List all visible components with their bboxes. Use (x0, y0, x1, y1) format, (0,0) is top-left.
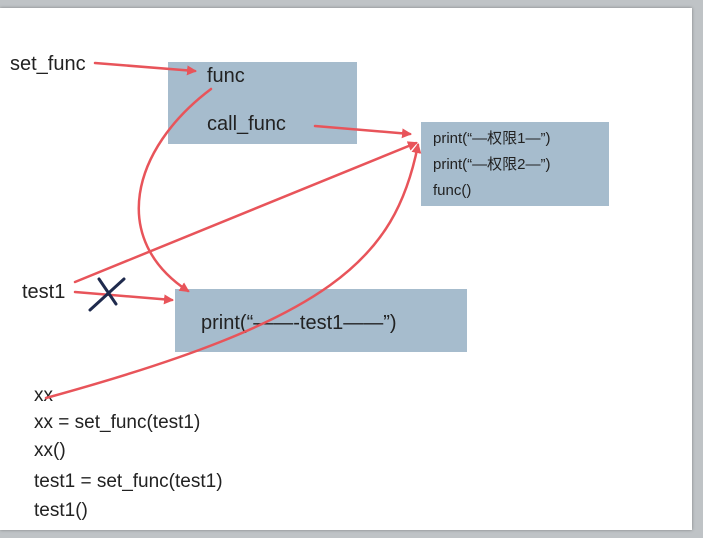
code-line-5: test1() (34, 500, 88, 521)
code-line-4: test1 = set_func(test1) (34, 471, 223, 492)
cross-mark (88, 277, 126, 312)
func-box (168, 62, 357, 144)
set-func-label: set_func (10, 53, 86, 75)
arrow-callfunc-to-inner (313, 124, 412, 139)
code-line-3: xx() (34, 440, 66, 461)
inner-line-3: func() (433, 182, 472, 199)
arrow-test1-to-test1box (73, 290, 174, 305)
test1-box-text: print(“——-test1——”) (201, 312, 397, 334)
arrow-func-to-test1box (137, 87, 213, 293)
arrow-setfunc-to-func (93, 61, 197, 76)
func-text: func (207, 65, 245, 87)
arrow-xx-to-inner (44, 143, 422, 400)
inner-line-2: print(“—权限2—”) (433, 156, 551, 173)
inner-box (421, 122, 609, 206)
code-line-1: xx (34, 385, 53, 406)
arrow-test1-to-inner (73, 141, 418, 284)
test1-label: test1 (22, 281, 66, 303)
call-func-text: call_func (207, 113, 286, 135)
code-line-2: xx = set_func(test1) (34, 412, 201, 433)
inner-line-1: print(“—权限1—”) (433, 130, 551, 147)
